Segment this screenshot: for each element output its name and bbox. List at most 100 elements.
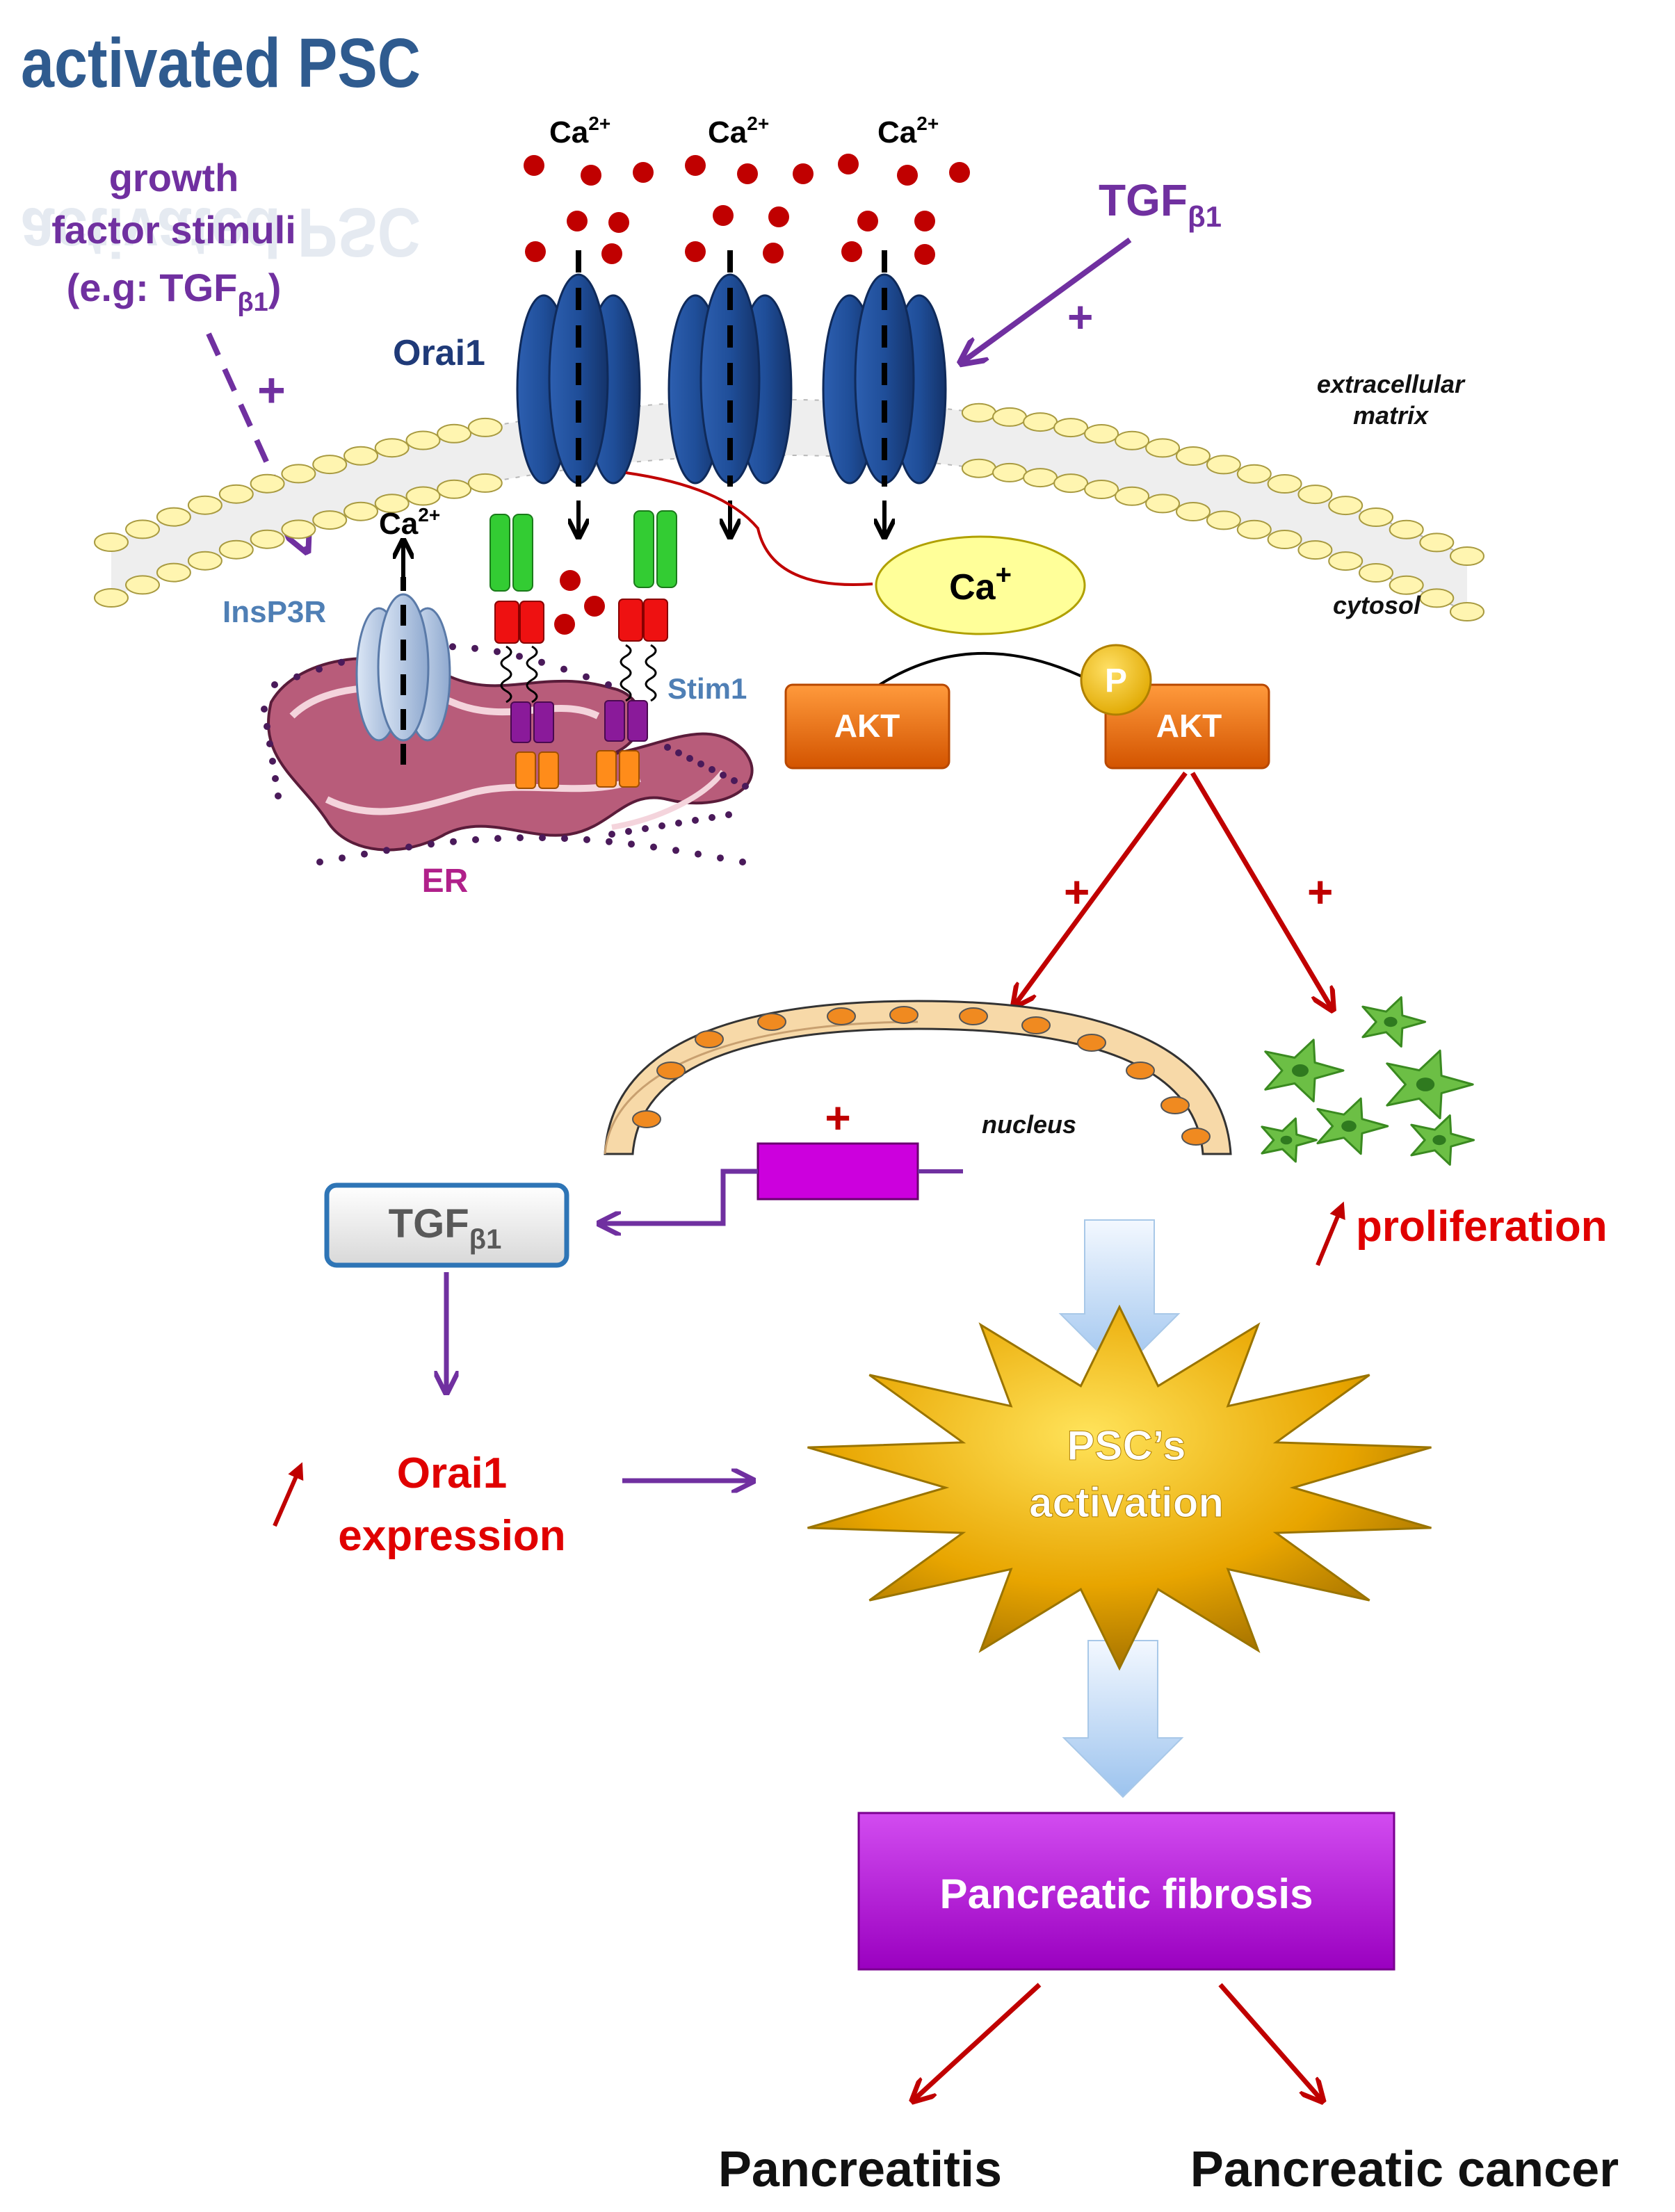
lipid-head xyxy=(125,575,160,595)
calcium-ion xyxy=(914,211,935,231)
nucleus xyxy=(604,1000,1232,1155)
lipid-head xyxy=(1328,551,1364,571)
lipid-head xyxy=(94,588,129,608)
ribosome xyxy=(494,835,501,843)
lipid-head xyxy=(1419,588,1455,608)
akt-to-proliferation-arrow xyxy=(1190,772,1332,1008)
ribosome xyxy=(664,744,671,751)
nuclear-pore xyxy=(632,1110,661,1128)
ribosome xyxy=(628,840,635,848)
stim1-protein-left xyxy=(489,514,559,789)
lipid-head xyxy=(467,417,503,437)
lipid-head xyxy=(1389,519,1424,539)
growth-factor-line2: factor stimuli xyxy=(51,208,296,252)
activation-to-fibrosis-block-arrow xyxy=(1062,1640,1184,1798)
extracellular-label-1: extracellular xyxy=(1317,370,1466,398)
lipid-head xyxy=(1084,424,1119,444)
ribosome xyxy=(266,740,273,747)
lipid-head xyxy=(992,407,1027,427)
ribosome xyxy=(516,653,523,660)
ribosome xyxy=(709,766,715,773)
green-cell-nucleus xyxy=(1292,1064,1309,1077)
green-cell-nucleus xyxy=(1416,1077,1435,1091)
ribosome xyxy=(316,859,323,865)
growth-factor-label: growth factor stimuli (e.g: TGFβ1) xyxy=(51,156,296,317)
ribosome xyxy=(675,749,682,756)
lipid-head xyxy=(1115,486,1150,506)
lipid-head xyxy=(187,551,222,571)
calcium-ion xyxy=(633,162,654,183)
stim1-protein-right xyxy=(596,510,677,788)
lipid-head xyxy=(218,539,254,560)
lipid-head xyxy=(312,510,348,530)
lipid-head xyxy=(961,402,996,423)
ribosome xyxy=(275,792,282,799)
ribosome xyxy=(383,847,390,854)
calcium-ion xyxy=(949,162,970,183)
green-cell-nucleus xyxy=(1341,1120,1357,1132)
ribosome xyxy=(672,847,679,854)
fibrosis-to-cancer-arrow xyxy=(1218,1983,1321,2099)
ribosome xyxy=(606,838,613,845)
ribosome xyxy=(625,828,632,835)
pancreatic-cancer-label: Pancreatic cancer xyxy=(1190,2142,1619,2197)
ribosome xyxy=(271,681,278,688)
ribosome xyxy=(731,777,738,784)
lipid-head xyxy=(437,423,472,444)
ribosome xyxy=(709,814,715,821)
ribosome xyxy=(269,758,276,765)
cytosol-label: cytosol xyxy=(1333,591,1421,619)
calcium-ion xyxy=(763,243,784,263)
calcium-ion xyxy=(608,212,629,233)
tgf-label-top: TGFβ1 xyxy=(1099,175,1222,233)
proliferating-cells xyxy=(1261,996,1475,1166)
nucleus-label: nucleus xyxy=(982,1110,1076,1139)
calcium-ion xyxy=(793,163,814,184)
nuclear-pore xyxy=(656,1062,686,1080)
green-cell-nucleus xyxy=(1280,1135,1293,1145)
ribosome xyxy=(517,834,524,842)
lipid-head xyxy=(1145,494,1181,514)
lipid-head xyxy=(312,455,348,475)
ribosome xyxy=(338,658,345,666)
nuclear-pore xyxy=(695,1030,724,1048)
akt-to-nucleus-arrow xyxy=(1015,771,1188,1005)
lipid-head xyxy=(218,484,254,504)
lipid-head xyxy=(187,495,222,515)
lipid-head xyxy=(1023,468,1058,488)
nuclear-pore xyxy=(889,1006,919,1024)
ribosome xyxy=(561,835,568,843)
insp3r-label: InsP3R xyxy=(222,595,326,629)
orai1-pore-flux xyxy=(578,250,884,535)
ribosome xyxy=(472,836,479,843)
er-label: ER xyxy=(422,863,469,900)
ribosome xyxy=(450,838,457,845)
psc-activation-starburst xyxy=(807,1304,1432,1671)
ribosome xyxy=(686,755,693,762)
lipid-head xyxy=(405,486,441,506)
activation-label-line1: PSC’s xyxy=(1067,1422,1186,1469)
lipid-head xyxy=(250,473,285,494)
tgf-gene-box xyxy=(756,1142,919,1201)
nuclear-pore xyxy=(1021,1016,1051,1034)
lipid-head xyxy=(1206,455,1241,475)
lipid-head xyxy=(1236,519,1272,539)
calcium-ion xyxy=(685,241,706,262)
ribosome xyxy=(361,850,368,858)
ribosome xyxy=(692,817,699,824)
stim1-label: Stim1 xyxy=(667,672,747,705)
ca-label-1: Ca2+ xyxy=(549,113,610,149)
green-cell-nucleus xyxy=(1384,1016,1398,1027)
nuclear-pore xyxy=(827,1007,856,1025)
nuclear-pore xyxy=(1077,1034,1106,1052)
orai1-expression-line2: expression xyxy=(338,1512,565,1560)
calcium-ion xyxy=(768,206,789,227)
nuclear-pore xyxy=(1126,1062,1155,1080)
lipid-head xyxy=(156,562,191,583)
cell-membrane xyxy=(94,398,1484,621)
ribosome xyxy=(720,772,727,779)
phospho-label: P xyxy=(1105,662,1127,699)
insp3r-channel xyxy=(355,542,451,765)
